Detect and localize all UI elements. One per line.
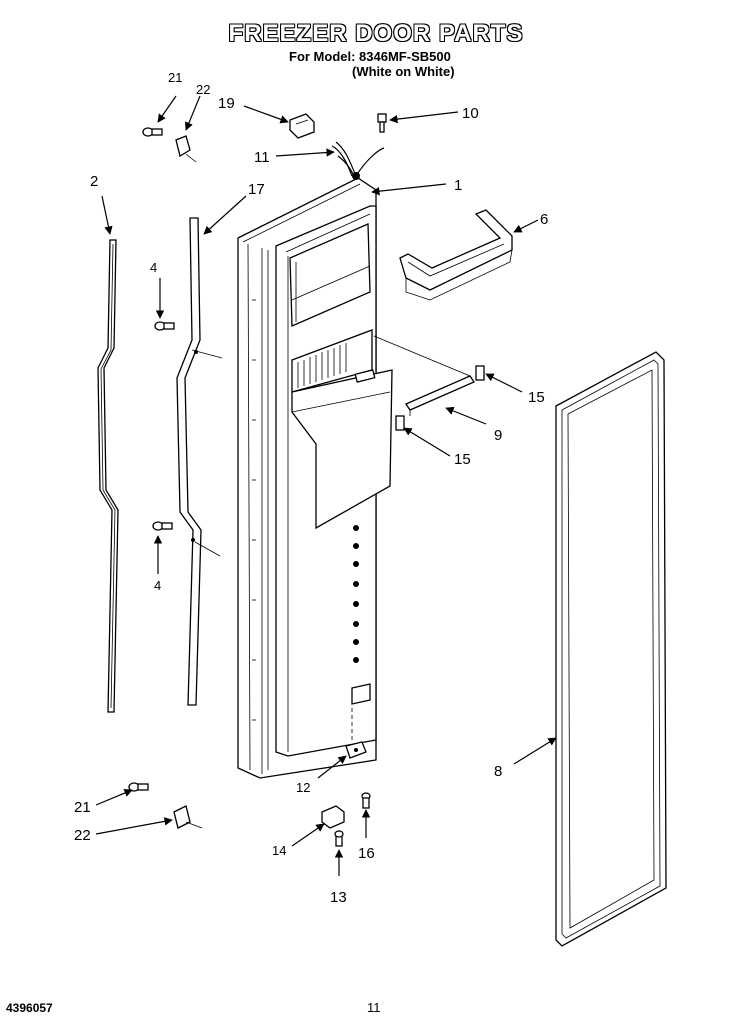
leader-arrows <box>95 95 557 876</box>
part-16-screw <box>361 792 371 809</box>
screw-hole-column <box>353 525 359 663</box>
page-number: 11 <box>367 1000 381 1015</box>
callout-12: 12 <box>296 780 310 795</box>
callout-21-lower: 21 <box>74 799 91 816</box>
part-17-bracket <box>176 217 223 706</box>
callout-16: 16 <box>358 845 375 862</box>
part-11-wires <box>331 141 385 180</box>
callout-11: 11 <box>254 149 270 166</box>
callout-10: 10 <box>462 105 479 122</box>
part-19-connector <box>289 113 315 139</box>
callout-2: 2 <box>90 173 98 190</box>
part-10-screw <box>377 113 387 133</box>
part-4-screw-lower <box>152 521 173 531</box>
part-21-screw-upper <box>142 127 163 137</box>
part-4-screw-upper <box>154 321 175 331</box>
part-9-trim <box>373 335 475 416</box>
callout-13: 13 <box>330 889 347 906</box>
diagram-title: FREEZER DOOR PARTS <box>228 20 524 47</box>
callout-9: 9 <box>494 427 502 444</box>
part-21-screw-lower <box>128 782 149 792</box>
callout-21-upper: 21 <box>168 70 182 85</box>
callout-6: 6 <box>540 211 548 228</box>
callout-14: 14 <box>272 843 286 858</box>
part-22-hinge-upper <box>175 135 197 163</box>
callout-15-lower: 15 <box>454 451 471 468</box>
callout-8: 8 <box>494 763 502 780</box>
callout-15-upper: 15 <box>528 389 545 406</box>
part-8-gasket <box>555 351 667 947</box>
variant-line: (White on White) <box>352 64 455 79</box>
part-14-block <box>321 805 345 829</box>
part-1-door <box>237 177 393 779</box>
part-12-bracket <box>345 741 367 759</box>
callout-22-lower: 22 <box>74 827 91 844</box>
model-line: For Model: 8346MF-SB500 <box>289 49 451 64</box>
part-2-strip <box>97 239 119 713</box>
callout-4-lower: 4 <box>154 578 161 593</box>
part-6-door-shelf <box>399 209 513 301</box>
part-22-hinge-lower <box>173 805 203 829</box>
document-number: 4396057 <box>6 1001 53 1015</box>
part-15-clip-upper <box>475 365 485 381</box>
part-15-clip-lower <box>395 415 405 431</box>
callout-4-upper: 4 <box>150 260 157 275</box>
callout-17: 17 <box>248 181 265 198</box>
part-13-screw <box>334 830 344 847</box>
callout-19: 19 <box>218 95 235 112</box>
callout-22-upper: 22 <box>196 82 210 97</box>
callout-1: 1 <box>454 177 462 194</box>
